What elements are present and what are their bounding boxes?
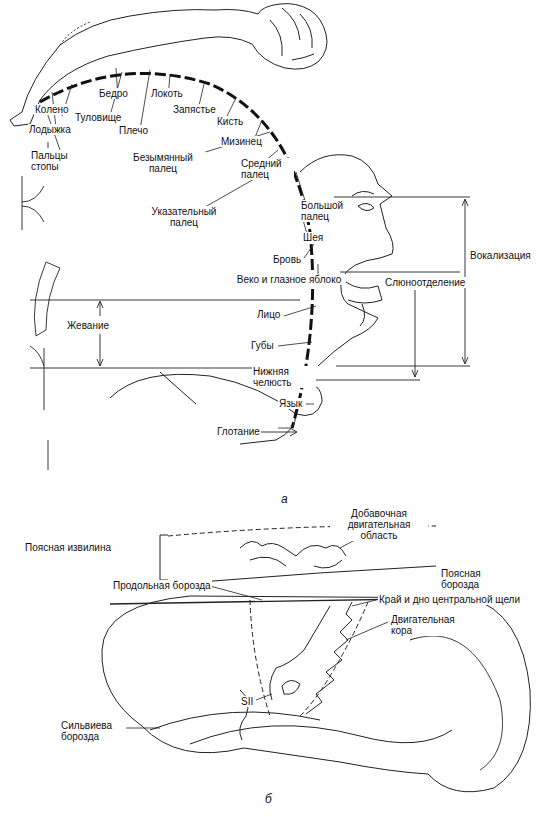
anatomy-label: Средний палец <box>240 158 294 180</box>
panel-letter: б <box>264 794 273 805</box>
anatomy-label: Губы <box>250 340 275 351</box>
anatomy-label: Плечо <box>118 125 149 136</box>
anatomy-label: Бровь <box>272 254 302 265</box>
anatomy-label: Безымянный палец <box>120 152 206 174</box>
anatomy-label: Лицо <box>256 309 281 320</box>
anatomy-label: Край и дно центральной щели <box>378 594 521 605</box>
anatomy-label: Двигательная кора <box>390 614 458 636</box>
anatomy-label: Вокализация <box>469 250 532 261</box>
anatomy-label: Бедро <box>98 88 129 99</box>
anatomy-label: Язык <box>278 398 303 409</box>
leader-lines <box>124 534 388 728</box>
anatomy-label: Слюноотделение <box>384 277 466 288</box>
anatomy-label: Добавочная двигательная область <box>330 508 428 541</box>
anatomy-label: Запястье <box>172 104 217 115</box>
leader-lines <box>44 68 318 428</box>
anatomy-label: Колено <box>34 104 70 115</box>
anatomy-label: Сильвиева борозда <box>60 720 126 742</box>
anatomy-label: Кисть <box>216 116 244 127</box>
anatomy-label: Локоть <box>150 88 184 99</box>
anatomy-label: Нижняя челюсть <box>252 366 316 388</box>
anatomy-label: Большой палец <box>300 200 358 222</box>
anatomy-label: Пальцы стопы <box>30 150 78 172</box>
anatomy-label: Туловище <box>74 112 122 123</box>
anatomy-label: Лодыжка <box>28 124 72 135</box>
anatomy-label: Веко и глазное яблоко <box>232 274 346 285</box>
anatomy-label: Шея <box>302 232 324 243</box>
anatomy-label: SII <box>240 696 254 707</box>
anatomy-label: Жевание <box>66 320 110 331</box>
panel-letter: а <box>280 494 289 505</box>
brain-illustration <box>102 526 530 792</box>
anatomy-label: Поясная борозда <box>440 568 508 590</box>
body-figure <box>10 4 393 444</box>
anatomy-label: Глотание <box>216 426 261 437</box>
range-brackets <box>22 142 470 470</box>
anatomy-label: Продольная борозда <box>112 580 212 591</box>
anatomy-label: Поясная извилина <box>24 542 112 553</box>
anatomy-label: Мизинец <box>220 136 263 147</box>
anatomy-label: Указательный палец <box>136 206 232 228</box>
